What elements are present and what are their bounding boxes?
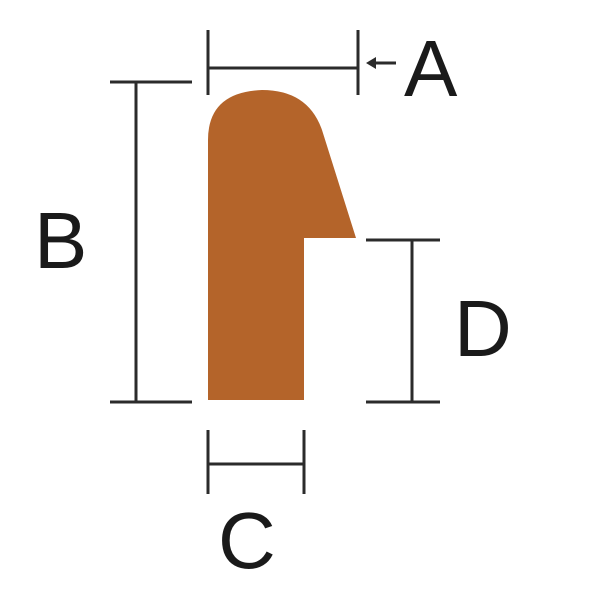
dimension-b: B bbox=[34, 80, 192, 404]
dimension-d-label: D bbox=[454, 284, 512, 373]
dimension-b-label: B bbox=[34, 196, 87, 285]
dimension-c-label: C bbox=[218, 496, 276, 585]
dimension-a-arrowhead bbox=[366, 57, 376, 69]
moulding-profile-shape bbox=[208, 90, 356, 400]
dimension-a-label: A bbox=[404, 24, 458, 113]
dimension-d: D bbox=[366, 238, 512, 404]
dimension-a: A bbox=[206, 24, 458, 113]
dimension-c: C bbox=[206, 430, 306, 585]
